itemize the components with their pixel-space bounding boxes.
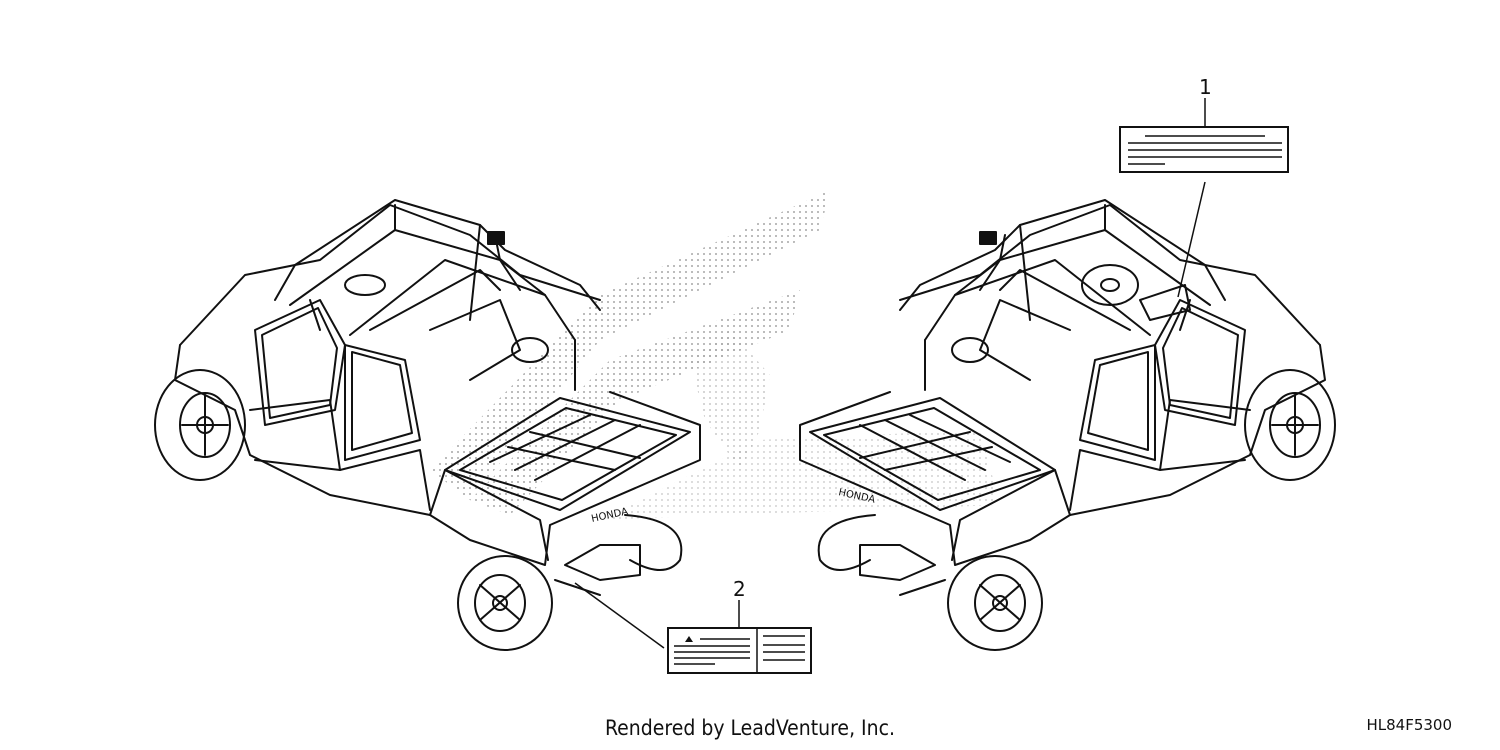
rendered-by-footer: Rendered by LeadVenture, Inc. [605, 716, 895, 740]
part-1-label[interactable] [1119, 126, 1289, 173]
watermark-logo [430, 190, 1000, 520]
part-1-callout-number[interactable]: 1 [1199, 75, 1212, 99]
diagram-reference-code: HL84F5300 [1366, 716, 1452, 734]
part-2-callout-number[interactable]: 2 [733, 577, 746, 601]
right-utv-illustration: HONDA [799, 199, 1336, 651]
part-1-pointer-line [1177, 181, 1206, 298]
part-2-label[interactable] [667, 627, 812, 674]
left-utv-illustration: HONDA [154, 199, 701, 651]
part-2-pointer-line [574, 582, 665, 649]
svg-text:HONDA: HONDA [590, 506, 629, 525]
